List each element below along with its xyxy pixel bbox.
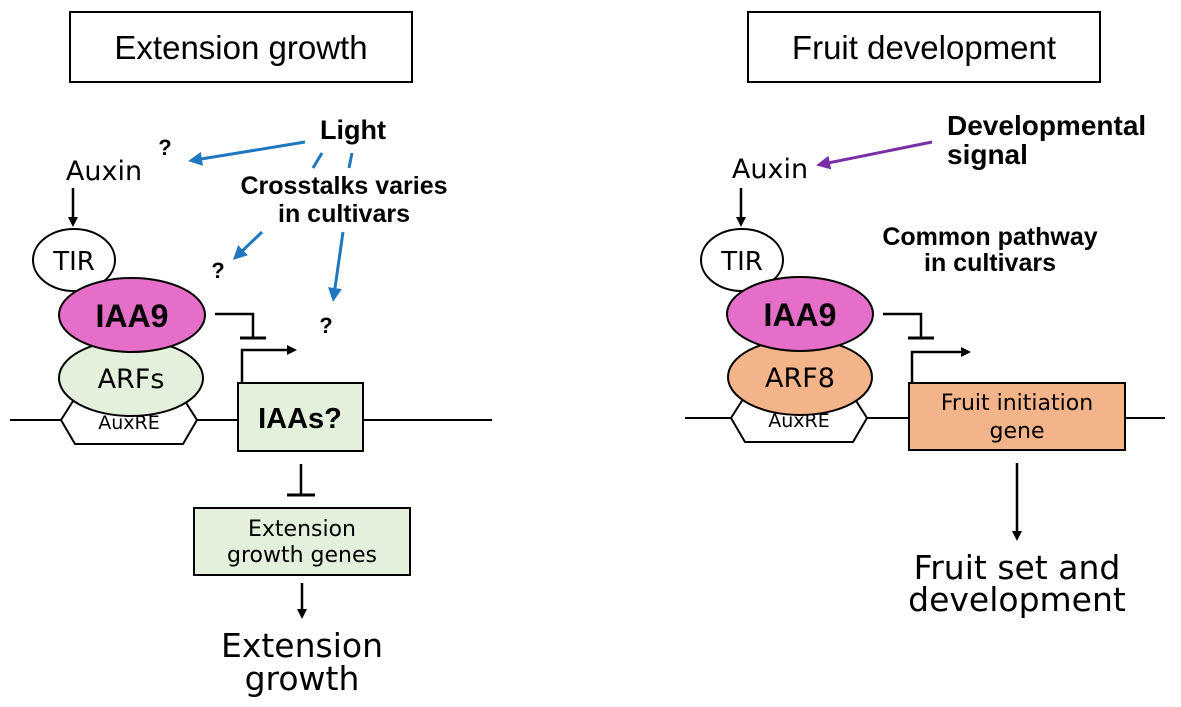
left-tir-label: TIR [52, 247, 95, 277]
question-mark-tir: ? [211, 258, 224, 283]
arfs-label: ARFs [98, 364, 165, 395]
light-arrow-to-auxin [188, 140, 306, 166]
light-arrow-to-gene [328, 231, 345, 302]
right-tir-label: TIR [720, 247, 763, 277]
right-auxre-label: AuxRE [768, 410, 830, 432]
common-pathway-text-1: Common pathway [882, 223, 1097, 251]
developmental-signal-text-1: Developmental [947, 110, 1146, 141]
signal-arrow-to-auxin [816, 140, 933, 170]
extension-outcome-text-1: Extension [221, 626, 383, 665]
question-mark-auxin: ? [158, 135, 171, 160]
arf8-label: ARF8 [765, 363, 835, 394]
iaas-gene-label: IAAs? [258, 403, 342, 435]
fruit-outcome-text-2: development [908, 580, 1126, 619]
right-panel: Fruit development Developmental signal A… [685, 11, 1165, 619]
crosstalk-text-2: in cultivars [278, 200, 410, 228]
fruit-outcome-text-1: Fruit set and [914, 548, 1121, 587]
left-panel: Extension growth Light Crosstalks varies… [10, 11, 492, 698]
light-dash-left [311, 152, 324, 169]
light-dash-right [347, 152, 354, 169]
extension-outcome-text-2: growth [245, 659, 360, 698]
fruit-gene-text-1: Fruit initiation [941, 391, 1093, 416]
question-mark-gene: ? [319, 313, 332, 338]
left-iaa9-label: IAA9 [96, 298, 169, 334]
left-auxin-label: Auxin [66, 156, 142, 187]
right-iaa9-label: IAA9 [764, 297, 837, 333]
light-arrow-to-tir [232, 230, 264, 260]
common-pathway-text-2: in cultivars [924, 249, 1056, 277]
left-title: Extension growth [114, 29, 367, 66]
iaas-gene-box [237, 382, 364, 452]
left-tss-arrow [240, 345, 297, 382]
extension-genes-text-2: growth genes [227, 543, 377, 568]
right-title-box [747, 11, 1101, 83]
left-auxre-label: AuxRE [98, 412, 160, 434]
right-tss-arrow [910, 347, 971, 382]
extension-genes-box [193, 507, 411, 576]
right-title: Fruit development [792, 29, 1056, 66]
crosstalk-text-1: Crosstalks varies [240, 172, 447, 200]
left-tir-protein [32, 228, 116, 292]
right-iaa9-protein [726, 276, 874, 352]
fruit-gene-box [908, 382, 1126, 451]
developmental-signal-text-2: signal [947, 139, 1028, 170]
extension-genes-text-1: Extension [248, 517, 356, 542]
left-iaa9-inhibition [215, 312, 255, 338]
right-iaa9-inhibition [883, 312, 923, 338]
left-iaa9-protein [58, 277, 206, 353]
right-auxin-label: Auxin [732, 154, 808, 185]
fruit-gene-text-2: gene [990, 419, 1045, 444]
light-label: Light [320, 115, 386, 145]
left-title-box [69, 11, 413, 83]
